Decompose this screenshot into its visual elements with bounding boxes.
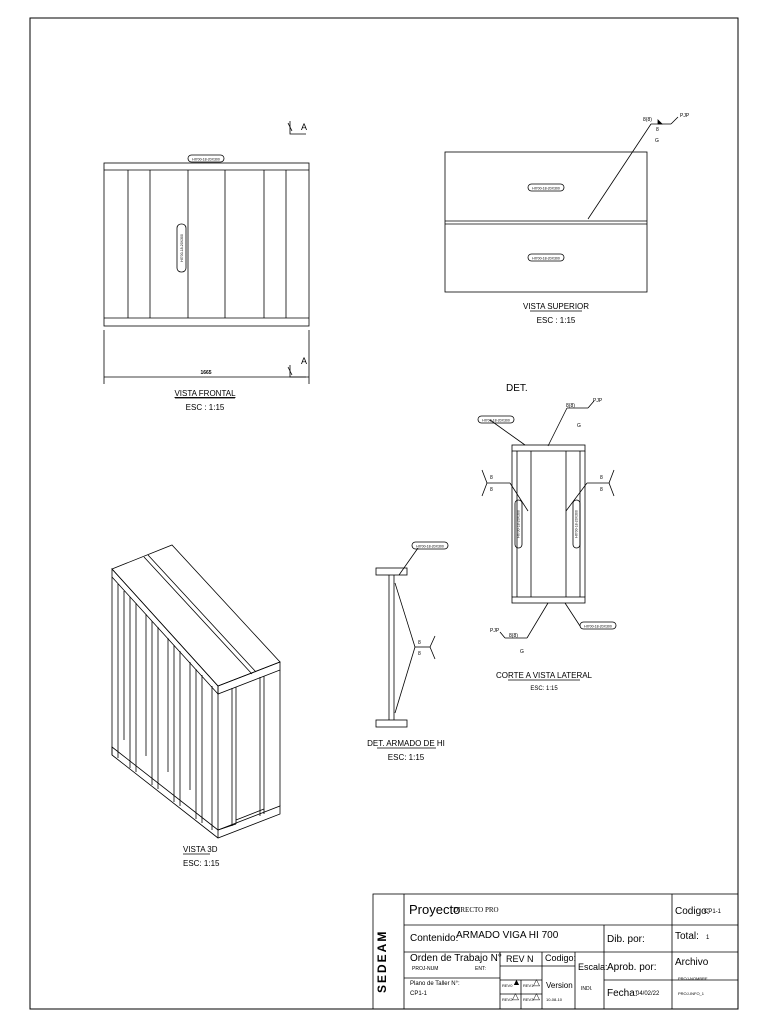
lateral-weld-g-top: G [577, 423, 581, 429]
beam-weld-b: 8 [418, 651, 421, 657]
archivo-line2: PROJ-INFO_1 [678, 991, 705, 996]
lateral-weld-g-bottom: G [520, 649, 524, 655]
plano-label: Plano de Taller N°: [410, 981, 460, 987]
beam-detail-tag: HI700-18-20X300 [416, 545, 444, 549]
lateral-weld-size-left: 8 [490, 475, 493, 481]
version-value: 10-08-10 [546, 997, 563, 1002]
total-label: Total: [675, 931, 699, 942]
dib-label: Dib. por: [607, 934, 645, 945]
top-view [444, 116, 679, 293]
rev-triangle-1: △ [533, 977, 540, 987]
rev-item-2: REV2 [502, 997, 513, 1002]
proyecto-label: Proyecto [409, 902, 461, 917]
top-weld-frac-top: 8 [656, 127, 659, 133]
archivo-label: Archivo [675, 957, 709, 968]
front-tag: HI700-18-20X300 [192, 158, 220, 162]
orden-label: Orden de Trabajo N° [410, 953, 502, 964]
rev-label: REV N [506, 954, 534, 964]
beam-weld-a: 8 [418, 640, 421, 646]
lateral-weld-type-bottom: PJP [490, 628, 500, 634]
rev-triangle-2: △ [512, 991, 519, 1001]
detail-label: DET. [506, 383, 528, 394]
front-beam-tag: HI700-18-20X300 [180, 234, 184, 262]
archivo-line1: PROJ-NOMBRE [678, 976, 708, 981]
lateral-beam-tag-right: HI700-18-20X300 [575, 510, 579, 538]
beam-detail-title: DET. ARMADO DE HI [367, 739, 445, 748]
title-block [372, 893, 739, 1010]
front-view-title: VISTA FRONTAL [174, 389, 236, 398]
contenido-value: ARMADO VIGA HI 700 [456, 930, 559, 941]
top-tag-2: HI700-18-20X300 [532, 257, 560, 261]
lateral-weld-size-bottom: 8(8) [509, 633, 518, 639]
lateral-section [477, 400, 617, 639]
escala-label: Escala: [578, 962, 608, 972]
version-label: Version [546, 981, 573, 990]
rev-item-0: REV0 [502, 983, 513, 988]
rev-triangle-3: △ [533, 991, 540, 1001]
iso-scale: ESC: 1:15 [183, 859, 220, 868]
lateral-scale: ESC: 1:15 [530, 686, 558, 692]
rev-triangle-0: ▲ [512, 977, 521, 987]
fecha-label: Fecha: [607, 988, 638, 999]
lateral-weld-size-right-b: 8 [600, 487, 603, 493]
escala-value: INDI. [581, 986, 593, 992]
lateral-weld-size-right: 8 [600, 475, 603, 481]
lateral-weld-size-top: 8(8) [566, 403, 575, 409]
beam-detail-scale: ESC: 1:15 [388, 753, 425, 762]
lateral-title: CORTE A VISTA LATERAL [496, 671, 593, 680]
lateral-tag-top: HI700-18-20X300 [482, 419, 510, 423]
codigo-label: Codigo: [675, 906, 710, 917]
codigo-value: CP1-1 [704, 909, 722, 915]
lateral-weld-type-top: PJP [593, 398, 603, 404]
top-tag-1: HI700-18-20X300 [532, 187, 560, 191]
plano-value: CP1-1 [410, 991, 428, 997]
section-marker-a-bottom: A [301, 356, 307, 366]
beam-detail [375, 541, 449, 728]
front-view-scale: ESC : 1:15 [186, 403, 225, 412]
rev-item-1: REV1 [523, 983, 534, 988]
sheet-border [29, 17, 739, 1010]
top-view-title: VISTA SUPERIOR [523, 302, 589, 311]
lateral-tag-bottom: HI700-18-20X300 [584, 625, 612, 629]
aprob-label: Aprob. por: [607, 962, 657, 973]
isometric-view [111, 544, 281, 839]
section-marker-a-top: A [301, 122, 307, 132]
top-weld-size: 8(8) [643, 117, 652, 123]
company-logo: SEDEAM [375, 929, 389, 993]
orden-value: PROJ-NUM [412, 966, 439, 972]
ent-label: ENT: [475, 966, 486, 972]
contenido-label: Contenido: [410, 933, 459, 944]
top-weld-frac-bottom: G [655, 138, 659, 144]
front-dimension: 1665 [200, 370, 211, 376]
rev-item-3: REV3 [523, 997, 534, 1002]
top-view-scale: ESC : 1:15 [537, 316, 576, 325]
total-value: 1 [706, 935, 710, 941]
proyecto-value: DIRECTO PRO [453, 906, 499, 914]
front-view [103, 121, 310, 384]
lateral-beam-tag-left: HI700-18-20X300 [517, 510, 521, 538]
fecha-value: 04/02/22 [636, 991, 660, 997]
codigo-mid-label: Codigo: [545, 953, 577, 963]
lateral-weld-size-left-b: 8 [490, 487, 493, 493]
iso-title: VISTA 3D [183, 845, 218, 854]
top-weld-type: PJP [680, 113, 690, 119]
